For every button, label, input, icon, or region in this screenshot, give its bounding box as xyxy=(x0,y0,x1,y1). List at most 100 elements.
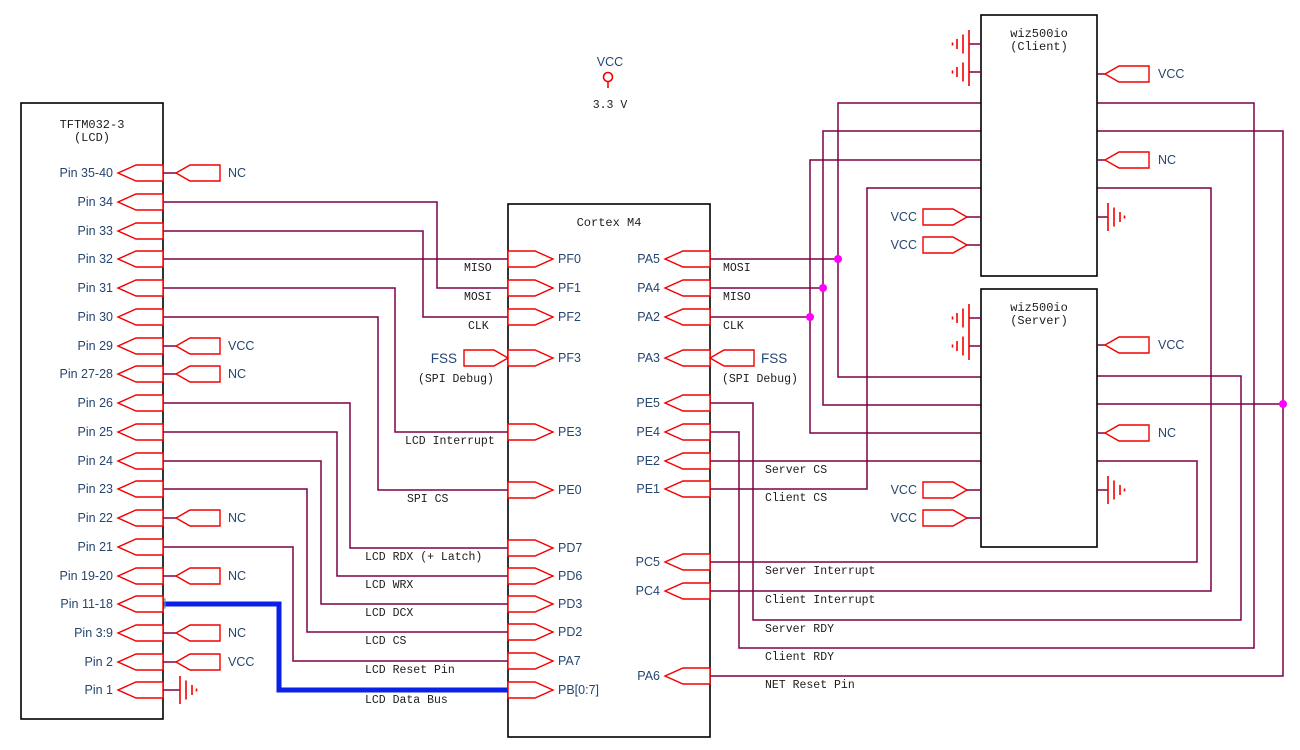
lcd-pin-label: Pin 24 xyxy=(78,454,113,468)
nc-flag-label: NC xyxy=(228,626,246,640)
lcd-pin-label: Pin 33 xyxy=(78,224,113,238)
net-label-lcd-interrupt: LCD Interrupt xyxy=(405,435,495,448)
wire-pin26-pd7 xyxy=(163,402,508,549)
lcd-pin-label: Pin 26 xyxy=(78,396,113,410)
cortex-pin-label: PA4 xyxy=(637,281,660,295)
client-block xyxy=(980,14,1098,277)
vcc-flag xyxy=(1104,65,1150,83)
vcc-power-symbol: VCC 3.3 V xyxy=(593,55,628,112)
cortex-pin-label: PC4 xyxy=(636,584,660,598)
cortex-pin-label: PE2 xyxy=(636,454,660,468)
cortex-pin-label: PE0 xyxy=(558,483,582,497)
wire-pin30-pe0 xyxy=(163,316,508,491)
junction-dot xyxy=(806,313,814,321)
wire-client-interrupt xyxy=(710,187,1212,592)
nc-flag-label: NC xyxy=(228,367,246,381)
vcc-flag xyxy=(175,337,221,355)
wire-pin24-pd3 xyxy=(163,460,508,605)
vcc-flag-label: VCC xyxy=(228,655,254,669)
nc-flag xyxy=(175,624,221,642)
junction-dot xyxy=(834,255,842,263)
nc-flag xyxy=(175,509,221,527)
wire-pin34-pf1 xyxy=(163,201,508,289)
wire-mosi-trunk xyxy=(837,102,981,378)
fss-left-connector: FSS (SPI Debug) xyxy=(418,349,509,386)
client-flags: VCC VCC VCC NC xyxy=(891,29,1184,254)
nc-flag-label: NC xyxy=(228,166,246,180)
nc-flag-label: NC xyxy=(228,511,246,525)
fss-label: FSS xyxy=(431,351,457,366)
vcc-flag xyxy=(922,481,968,499)
net-label-lcd-cs: LCD CS xyxy=(365,635,407,648)
server-title-line2: (Server) xyxy=(1010,314,1068,328)
net-label-lcd-wrx: LCD WRX xyxy=(365,579,413,592)
wire-client-cs xyxy=(710,187,981,490)
fss-flag xyxy=(709,349,755,367)
vcc-flag xyxy=(922,236,968,254)
wire-server-rdy xyxy=(710,375,1242,621)
lcd-pin-label: Pin 35-40 xyxy=(59,166,113,180)
wire-pin23-pd2 xyxy=(163,488,508,633)
cortex-pin-label: PE1 xyxy=(636,482,660,496)
cortex-pin-label: PF1 xyxy=(558,281,581,295)
nc-flag xyxy=(175,567,221,585)
net-label-client-cs: Client CS xyxy=(765,492,827,505)
wire-pin25-pd6 xyxy=(163,431,508,577)
cortex-pin-label: PD6 xyxy=(558,569,582,583)
server-title-line1: wiz500io xyxy=(1010,301,1068,315)
nc-flag-label: NC xyxy=(1158,426,1176,440)
cortex-pin-label: PA2 xyxy=(637,310,660,324)
junction-dot xyxy=(819,284,827,292)
wire-server-interrupt xyxy=(710,460,1198,563)
vcc-flag-label: VCC xyxy=(1158,338,1184,352)
ground-icon xyxy=(951,57,970,87)
net-label-spi-cs: SPI CS xyxy=(407,493,449,506)
server-flags: VCC VCC VCC NC xyxy=(891,303,1184,527)
cortex-pin-label: PA3 xyxy=(637,351,660,365)
net-label-client-interrupt: Client Interrupt xyxy=(765,594,875,607)
junction-dot xyxy=(1279,400,1287,408)
lcd-pins: Pin 35-40 Pin 34 Pin 33 Pin 32 Pin 31 Pi… xyxy=(59,164,164,699)
cortex-pin-label: PC5 xyxy=(636,555,660,569)
vcc-flag-label: VCC xyxy=(1158,67,1184,81)
cortex-pin-label: PD7 xyxy=(558,541,582,555)
client-title-line2: (Client) xyxy=(1010,40,1068,54)
net-label-server-rdy: Server RDY xyxy=(765,623,834,636)
lcd-pin-label: Pin 3:9 xyxy=(74,626,113,640)
left-net-labels: MISO MOSI CLK LCD Interrupt SPI CS LCD R… xyxy=(365,262,495,707)
cortex-pin-label: PE3 xyxy=(558,425,582,439)
lcd-pin-label: Pin 25 xyxy=(78,425,113,439)
lcd-pin-label: Pin 22 xyxy=(78,511,113,525)
lcd-pin-label: Pin 11-18 xyxy=(60,597,113,611)
cortex-pin-label: PA6 xyxy=(637,669,660,683)
right-net-labels: MOSI MISO CLK Server CS Client CS Server… xyxy=(723,262,875,692)
net-label-client-rdy: Client RDY xyxy=(765,651,834,664)
net-label-clk: CLK xyxy=(723,320,744,333)
cortex-pin-label: PA5 xyxy=(637,252,660,266)
cortex-pin-label: PF3 xyxy=(558,351,581,365)
vcc-flag xyxy=(175,653,221,671)
nc-flag xyxy=(175,164,221,182)
wire-miso-trunk xyxy=(822,130,981,406)
lcd-title-line1: TFTM032-3 xyxy=(60,118,125,132)
ground-icon xyxy=(1107,475,1126,505)
lcd-pin-label: Pin 2 xyxy=(85,655,114,669)
ground-icon xyxy=(951,303,970,333)
wire-clk-trunk xyxy=(809,159,981,434)
nc-flag xyxy=(1104,424,1150,442)
net-label-lcd-dcx: LCD DCX xyxy=(365,607,413,620)
net-label-mosi: MOSI xyxy=(723,262,751,275)
spi-debug-label: (SPI Debug) xyxy=(722,373,798,386)
cortex-pin-label: PF0 xyxy=(558,252,581,266)
lcd-pin-label: Pin 29 xyxy=(78,339,113,353)
cortex-pin-label: PD2 xyxy=(558,625,582,639)
net-label-net-reset: NET Reset Pin xyxy=(765,679,855,692)
vcc-flag xyxy=(922,208,968,226)
wire-client-rdy xyxy=(710,102,1255,649)
vcc-flag-label: VCC xyxy=(891,238,917,252)
cortex-pin-label: PA7 xyxy=(558,654,581,668)
wires xyxy=(155,102,1284,693)
cortex-left-pins: PF0 PF1 PF2 PF3 PE3 PE0 PD7 PD6 PD3 PD2 … xyxy=(507,250,599,699)
